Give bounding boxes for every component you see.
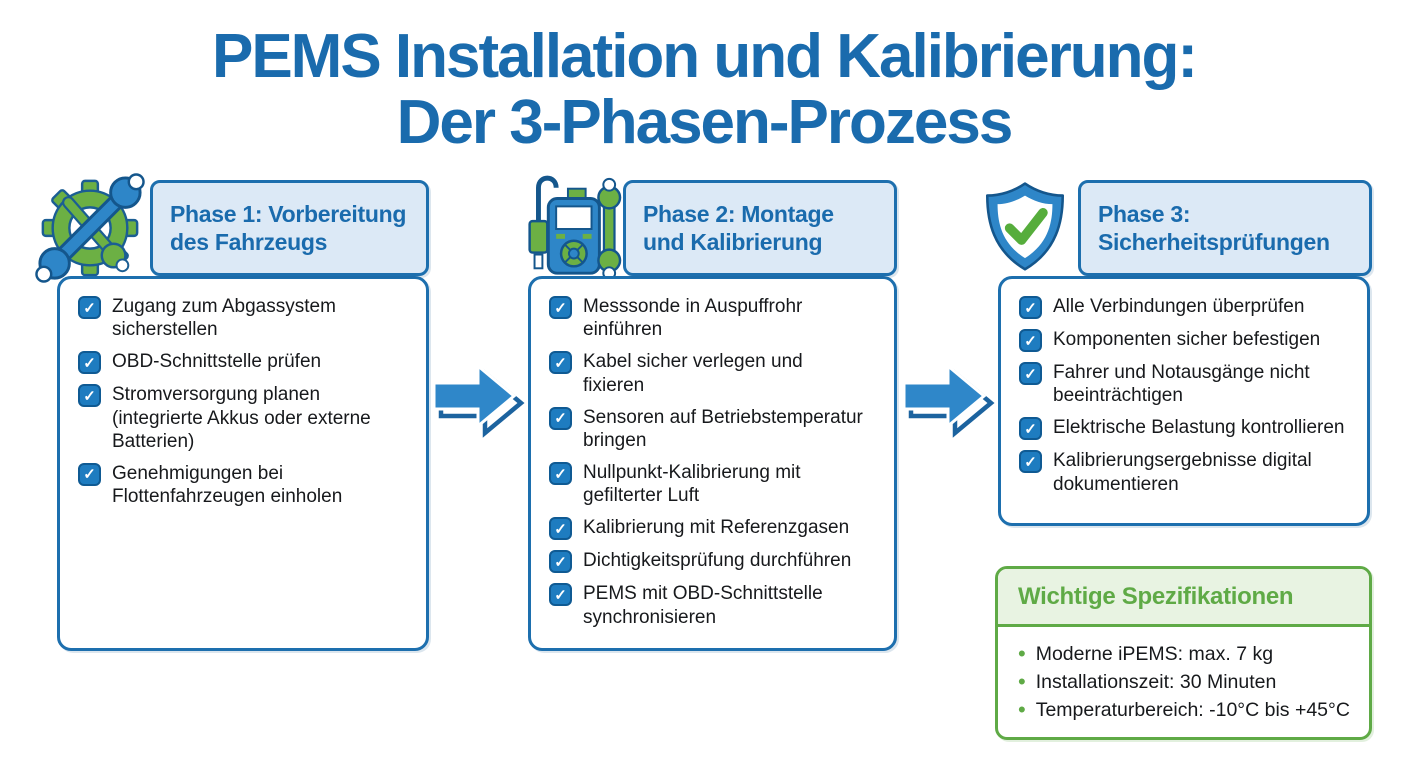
checklist-item: ✓ Nullpunkt-Kalibrierung mit gefilterter… xyxy=(549,461,888,507)
spec-item-label: Temperaturbereich: -10°C bis +45°C xyxy=(1035,699,1350,721)
spec-item-label: Moderne iPEMS: max. 7 kg xyxy=(1035,643,1274,665)
checklist-item: ✓ Kalibrierung mit Referenzgasen xyxy=(549,516,888,541)
checklist-item-label: Sensoren auf Betriebstemperatur bringen xyxy=(583,406,863,451)
checkbox-checked-icon: ✓ xyxy=(549,517,572,541)
checklist-item-label: Stromversorgung planen (integrierte Akku… xyxy=(112,384,371,452)
checklist-item-label: Elektrische Belastung kontrollieren xyxy=(1053,417,1345,439)
checkbox-checked-icon: ✓ xyxy=(549,462,572,486)
checklist-item: ✓ OBD-Schnittstelle prüfen xyxy=(78,350,420,375)
checklist-item-label: Komponenten sicher befestigen xyxy=(1053,329,1321,350)
checkbox-checked-icon: ✓ xyxy=(1019,296,1042,319)
checklist-item-label: Genehmigungen bei Flottenfahrzeugen einh… xyxy=(112,462,343,508)
checkbox-checked-icon: ✓ xyxy=(78,462,101,486)
checklist-item: ✓ Zugang zum Abgassystem sicherstellen xyxy=(78,295,420,341)
checkbox-checked-icon: ✓ xyxy=(78,351,101,375)
checkbox-checked-icon: ✓ xyxy=(1019,362,1042,385)
arrow-right-icon xyxy=(902,362,995,438)
checklist-item-label: Alle Verbindungen überprüfen xyxy=(1053,296,1305,317)
checkbox-checked-icon: ✓ xyxy=(1019,450,1042,474)
checklist-item-label: Dichtigkeitsprüfung durchführen xyxy=(583,550,852,572)
spec-item: • Moderne iPEMS: max. 7 kg xyxy=(1018,640,1359,668)
arrow-right-icon xyxy=(432,362,525,438)
shield-check-icon xyxy=(986,182,1064,271)
spec-item: • Temperaturbereich: -10°C bis +45°C xyxy=(1018,696,1359,724)
spec-item-label: Installationszeit: 30 Minuten xyxy=(1035,671,1277,693)
bullet-icon: • xyxy=(1018,669,1026,694)
checklist-item-label: Messsonde in Auspuffrohr einführen xyxy=(583,296,803,341)
checklist-item-label: PEMS mit OBD-Schnittstelle synchronisier… xyxy=(583,583,823,628)
bullet-icon: • xyxy=(1018,641,1026,666)
phase-1-checklist: ✓ Zugang zum Abgassystem sicherstellen ✓… xyxy=(57,276,429,651)
phase-3-header: Phase 3: Sicherheitsprüfungen xyxy=(1078,180,1372,276)
phase-3-checklist: ✓ Alle Verbindungen überprüfen ✓ Kompone… xyxy=(998,276,1370,526)
checkbox-checked-icon: ✓ xyxy=(549,406,572,430)
page-title: PEMS Installation und Kalibrierung: Der … xyxy=(211,22,1198,157)
bullet-icon: • xyxy=(1018,697,1026,722)
checklist-item: ✓ Genehmigungen bei Flottenfahrzeugen ei… xyxy=(78,462,420,508)
checklist-item: ✓ Fahrer und Notausgänge nicht beeinträc… xyxy=(1019,361,1361,407)
checklist-item-label: Nullpunkt-Kalibrierung mit gefilterter L… xyxy=(583,462,801,507)
specifications-title: Wichtige Spezifikationen xyxy=(998,569,1369,627)
checkbox-checked-icon: ✓ xyxy=(549,296,572,319)
specifications-list: • Moderne iPEMS: max. 7 kg • Installatio… xyxy=(998,627,1369,724)
checklist-item: ✓ Kalibrierungsergebnisse digital dokume… xyxy=(1019,449,1361,495)
checkbox-checked-icon: ✓ xyxy=(549,351,572,375)
checkbox-checked-icon: ✓ xyxy=(78,384,101,408)
checklist-item: ✓ PEMS mit OBD-Schnittstelle synchronisi… xyxy=(549,582,888,628)
checklist-item: ✓ Sensoren auf Betriebstemperatur bringe… xyxy=(549,406,888,452)
checkbox-checked-icon: ✓ xyxy=(1019,329,1042,352)
specifications-box: Wichtige Spezifikationen • Moderne iPEMS… xyxy=(995,566,1372,740)
checklist-item: ✓ Komponenten sicher befestigen xyxy=(1019,328,1361,352)
checklist-item-label: Kalibrierung mit Referenzgasen xyxy=(583,517,850,539)
checkbox-checked-icon: ✓ xyxy=(549,583,572,607)
checklist-item: ✓ Elektrische Belastung kontrollieren xyxy=(1019,416,1361,441)
checklist-item: ✓ Alle Verbindungen überprüfen xyxy=(1019,295,1361,319)
checklist-item-label: Zugang zum Abgassystem sicherstellen xyxy=(112,296,336,341)
checklist-item: ✓ Kabel sicher verlegen und fixieren xyxy=(549,350,888,396)
diagnostic-device-icon xyxy=(528,175,622,281)
phase-2-header: Phase 2: Montage und Kalibrierung xyxy=(623,180,897,276)
checklist-item: ✓ Stromversorgung planen (integrierte Ak… xyxy=(78,383,420,453)
checklist-item-label: Kabel sicher verlegen und fixieren xyxy=(583,351,803,396)
checklist-item: ✓ Dichtigkeitsprüfung durchführen xyxy=(549,549,888,574)
phase-1-header: Phase 1: Vorbereitung des Fahrzeugs xyxy=(150,180,429,276)
gear-wrench-icon xyxy=(35,173,145,283)
checkbox-checked-icon: ✓ xyxy=(78,296,101,319)
checklist-item-label: Fahrer und Notausgänge nicht beeinträcht… xyxy=(1053,362,1310,407)
phase-2-checklist: ✓ Messsonde in Auspuffrohr einführen ✓ K… xyxy=(528,276,897,651)
checklist-item: ✓ Messsonde in Auspuffrohr einführen xyxy=(549,295,888,341)
spec-item: • Installationszeit: 30 Minuten xyxy=(1018,668,1359,696)
checklist-item-label: OBD-Schnittstelle prüfen xyxy=(112,351,322,373)
checklist-item-label: Kalibrierungsergebnisse digital dokument… xyxy=(1053,450,1312,495)
checkbox-checked-icon: ✓ xyxy=(1019,417,1042,441)
checkbox-checked-icon: ✓ xyxy=(549,550,572,574)
